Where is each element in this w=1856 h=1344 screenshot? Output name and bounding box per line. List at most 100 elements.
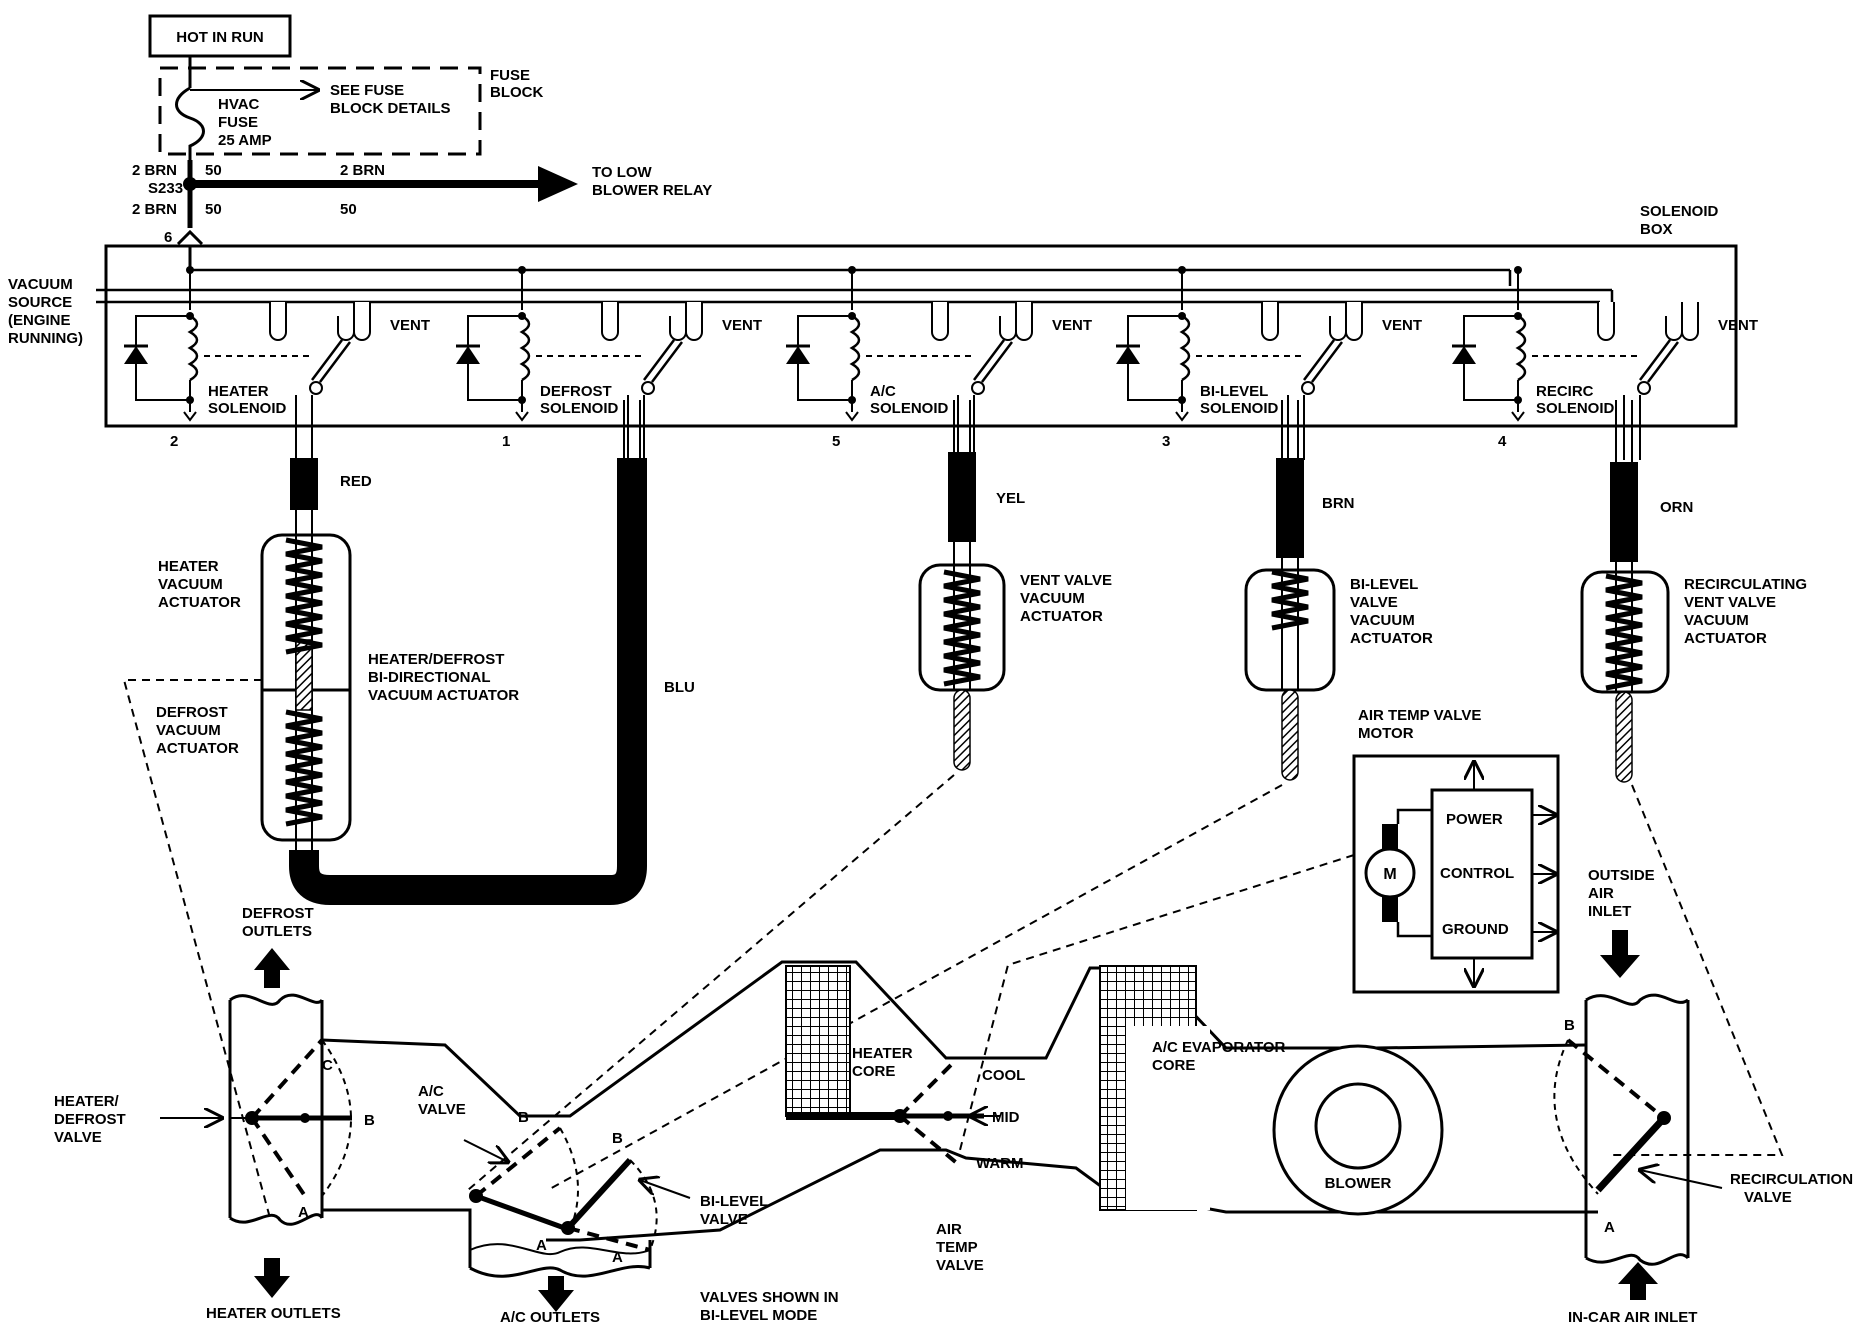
hose-red-label: RED	[340, 473, 372, 490]
fuse-block-box	[158, 66, 482, 156]
diode-symbol	[1452, 346, 1476, 364]
vent-label: VENT	[1718, 317, 1758, 334]
ac-outlet-arrow	[538, 1276, 574, 1312]
heater-outlet-arrow	[254, 1258, 290, 1298]
actuator-spring	[1271, 569, 1309, 631]
hvac-fuse-symbol	[175, 86, 205, 160]
motor-module	[1430, 788, 1534, 960]
solenoid-coil	[849, 314, 861, 382]
bi-level-blade	[565, 1157, 633, 1231]
wire-bottom-num: 50	[205, 201, 222, 218]
air-temp-warm: WARM	[976, 1155, 1024, 1172]
recirc-pos-b: B	[1564, 1017, 1575, 1034]
bilevel-pos-b: B	[612, 1130, 623, 1147]
actuator-spring	[1605, 573, 1643, 691]
hd-valve-pos-a: A	[298, 1204, 309, 1221]
hose-orn-label: ORN	[1660, 499, 1693, 516]
motor-control: CONTROL	[1440, 865, 1514, 882]
hot-in-run-box	[148, 14, 292, 58]
recirc-pipe	[1584, 993, 1690, 1266]
vent-label: VENT	[1052, 317, 1092, 334]
heater-defrost-blade-c	[250, 1038, 324, 1120]
hose-orn	[1610, 462, 1638, 562]
blower-relay-arrow	[538, 166, 578, 202]
ac-outlets-label: A/C OUTLETS	[500, 1309, 600, 1326]
motor-letter: M	[1383, 866, 1396, 883]
hose-blu	[289, 458, 647, 905]
linkages	[122, 679, 1784, 1219]
motor-power: POWER	[1446, 811, 1503, 828]
vent-label: VENT	[722, 317, 762, 334]
solenoid-coil	[1179, 314, 1191, 382]
recirc-pos-a: A	[1604, 1219, 1615, 1236]
heater-defrost-pipe	[228, 993, 324, 1226]
solenoid-coil	[1515, 314, 1527, 382]
blower-label: BLOWER	[1325, 1175, 1392, 1192]
wire-bottom-left: 2 BRN	[132, 201, 177, 218]
ac-valve-pos-b: B	[518, 1109, 529, 1126]
defrost-outlet-arrow	[254, 948, 290, 988]
vent-label: VENT	[1382, 317, 1422, 334]
diode-symbol	[1116, 346, 1140, 364]
wire-top-num: 50	[205, 162, 222, 179]
connector-pin: 4	[1498, 433, 1507, 450]
in-car-air-label: IN-CAR AIR INLET	[1568, 1309, 1697, 1326]
connector-pin: 1	[502, 433, 510, 450]
solenoid-coil	[187, 314, 199, 382]
hot-in-run-label: HOT IN RUN	[176, 29, 264, 46]
diode-symbol	[456, 346, 480, 364]
wire-run-num: 50	[340, 201, 357, 218]
air-temp-mid: MID	[992, 1109, 1020, 1126]
ac-valve-blade	[474, 1126, 562, 1198]
connector-pin-6: 6	[164, 229, 172, 246]
hose-blu-label: BLU	[664, 679, 695, 696]
in-car-air-arrow	[1618, 1262, 1658, 1300]
connector-pin: 2	[170, 433, 178, 450]
wire-run-label: 2 BRN	[340, 162, 385, 179]
hose-yel-label: YEL	[996, 490, 1025, 507]
connector-pin: 5	[832, 433, 840, 450]
connector-pin: 3	[1162, 433, 1170, 450]
vent-label: VENT	[390, 317, 430, 334]
splice-label: S233	[148, 180, 183, 197]
heater-core	[785, 965, 851, 1117]
hose-red	[290, 458, 318, 510]
hd-valve-pos-b: B	[364, 1112, 375, 1129]
ac-outlet-pipe	[468, 1210, 652, 1278]
actuator-spring	[943, 569, 981, 687]
heater-outlets-label: HEATER OUTLETS	[206, 1305, 341, 1322]
bilevel-pos-a: A	[612, 1249, 623, 1266]
hose-yel	[948, 452, 976, 542]
solenoid-box-frame	[104, 244, 1738, 428]
outside-air-arrow	[1600, 930, 1640, 978]
